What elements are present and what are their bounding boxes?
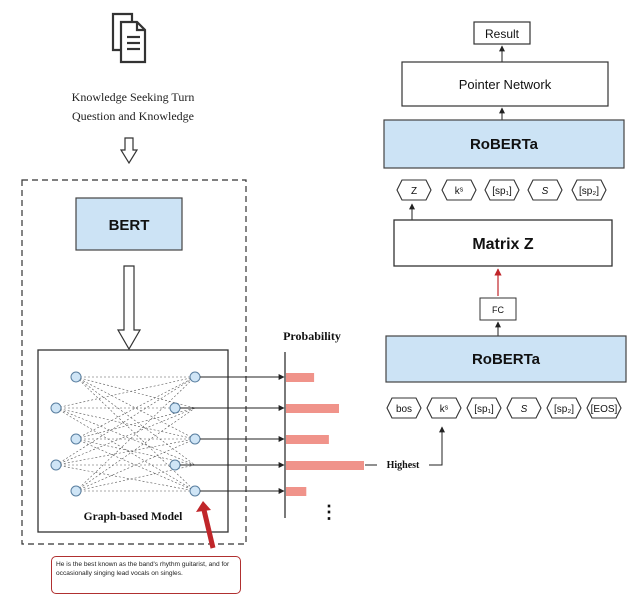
token-label: Z [411,186,417,197]
token-label: S [521,404,528,415]
token-hexagon [571,179,607,201]
bert-label: BERT [109,217,150,234]
graph-edges [55,376,196,492]
probability-bar [286,404,339,413]
roberta-top-box [383,119,625,169]
dashed-container [21,179,247,545]
token-label: [sp₁] [492,186,512,197]
token-hexagon [386,397,422,419]
result-label: Result [485,27,520,41]
probability-bar [286,435,329,444]
graph-node [70,485,82,497]
roberta-top-label: RoBERTa [470,136,539,153]
token-label: [sp₁] [474,404,494,415]
input-line-1: Knowledge Seeking Turn [72,90,195,104]
red-arrow-shaft [201,509,216,549]
token-label: S [542,186,549,197]
result-box [473,21,531,45]
token-label: kˢ [440,404,449,415]
more-indicator: ⋮ [320,502,338,522]
graph-node [70,433,82,445]
token-hexagon [586,397,622,419]
graph-node [189,371,201,383]
token-label: [sp₂] [554,404,574,415]
graph-node [50,402,62,414]
pointer-network-label: Pointer Network [459,77,552,92]
hollow-arrow-top [119,137,139,165]
example-note: He is the best known as the band's rhyth… [51,556,241,594]
graph-node [70,371,82,383]
token-label: bos [396,404,412,415]
token-hexagon [527,179,563,201]
node-output-arrows [180,374,285,494]
token-hexagon [466,397,502,419]
matrix-z-box [393,219,613,267]
probability-label: Probability [283,329,341,343]
document-icon [111,12,147,64]
token-label: [sp₂] [579,186,599,197]
token-hexagon [426,397,462,419]
graph-node [169,402,181,414]
fc-label: FC [492,305,504,315]
highest-label: Highest [387,460,420,471]
matrix-z-label: Matrix Z [472,236,534,253]
pointer-network-box [401,61,609,107]
probability-bar [286,373,315,382]
token-label: kˢ [455,186,464,197]
token-label: [EOS] [591,404,618,415]
roberta-bottom-box [385,335,627,383]
token-hexagon [484,179,520,201]
graph-model-label: Graph-based Model [84,511,183,523]
token-hexagon [441,179,477,201]
hollow-arrow-middle [116,265,142,351]
probability-bar [286,487,307,496]
input-line-2: Question and Knowledge [72,109,194,123]
token-hexagon [506,397,542,419]
graph-node [189,485,201,497]
probability-bars [286,373,364,496]
graph-node [50,459,62,471]
red-arrow-head [196,501,211,512]
probability-bar [286,461,364,470]
roberta-bottom-label: RoBERTa [472,351,541,368]
token-hexagon [396,179,432,201]
graph-node [169,459,181,471]
graph-node [189,433,201,445]
fc-box [479,297,517,321]
token-hexagon [546,397,582,419]
bottom-token-row: bos kˢ [sp₁] S [sp₂] [EOS] [386,397,622,419]
bert-box [75,197,183,251]
